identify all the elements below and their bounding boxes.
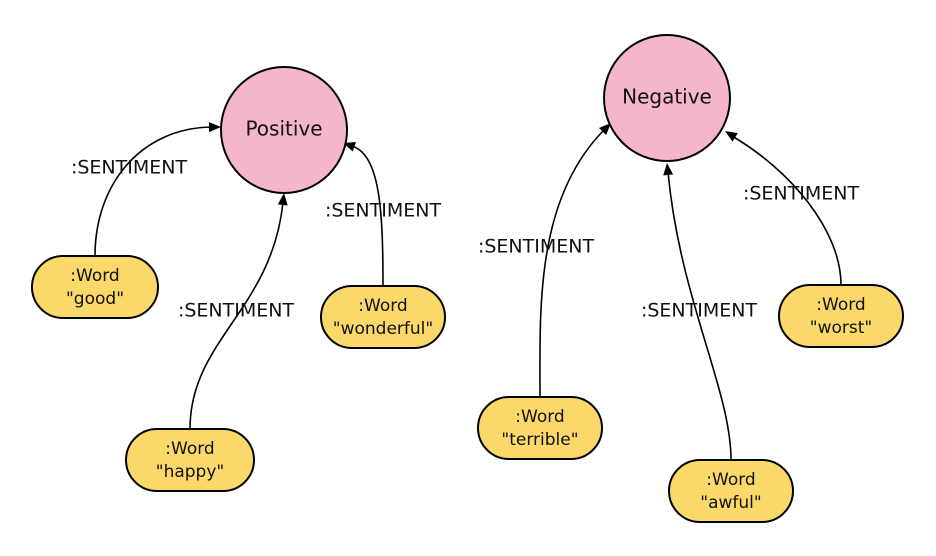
word-node-pill: [778, 284, 904, 348]
word-node-value: "worst": [810, 318, 872, 338]
sentiment-node-label: Positive: [245, 117, 322, 141]
sentiment-node-circle: [220, 66, 348, 194]
word-node-pill: [477, 396, 603, 460]
edge-worst-negative: :SENTIMENT: [725, 131, 860, 286]
word-node-value: "happy": [156, 462, 224, 482]
word-node-value: "terrible": [501, 430, 578, 450]
word-node-good[interactable]: :Word "good": [31, 255, 159, 319]
word-node-type: :Word: [816, 295, 865, 315]
word-node-terrible[interactable]: :Word "terrible": [477, 396, 603, 460]
sentiment-node-circle: [603, 34, 731, 162]
word-node-type: :Word: [70, 266, 119, 286]
word-node-value: "wonderful": [333, 319, 433, 339]
word-node-type: :Word: [165, 439, 214, 459]
word-node-type: :Word: [358, 296, 407, 316]
edges-layer: :SENTIMENT :SENTIMENT :SENTIMENT :SENTIMENT…: [71, 122, 860, 461]
sentiment-node-label: Negative: [622, 85, 712, 109]
word-node-awful[interactable]: :Word "awful": [668, 459, 794, 523]
arrowhead-icon: [209, 122, 221, 133]
arrowhead-icon: [725, 131, 738, 142]
sentiment-node-negative[interactable]: Negative: [603, 34, 731, 162]
edge-label: :SENTIMENT: [743, 183, 860, 205]
edge-line: [539, 129, 605, 398]
arrowhead-icon: [663, 163, 674, 176]
edge-line: [351, 145, 384, 287]
edge-line: [667, 171, 732, 461]
word-node-pill: [31, 255, 159, 319]
edge-label: :SENTIMENT: [71, 157, 188, 179]
edge-label: :SENTIMENT: [478, 236, 595, 258]
word-node-pill: [320, 285, 446, 349]
word-node-worst[interactable]: :Word "worst": [778, 284, 904, 348]
edge-label: :SENTIMENT: [325, 200, 442, 222]
edge-label: :SENTIMENT: [641, 300, 758, 322]
edge-wonderful-positive: :SENTIMENT: [325, 142, 442, 287]
word-node-pill: [125, 428, 255, 492]
nodes-layer: Positive Negative :Word "good" :Word "happy":…: [31, 34, 904, 523]
word-node-pill: [668, 459, 794, 523]
word-node-type: :Word: [515, 407, 564, 427]
edge-line: [731, 135, 842, 286]
sentiment-node-positive[interactable]: Positive: [220, 66, 348, 194]
word-node-type: :Word: [706, 470, 755, 490]
edge-happy-positive: :SENTIMENT: [178, 193, 295, 430]
word-node-value: "awful": [700, 493, 761, 513]
edge-line: [189, 201, 284, 430]
word-node-happy[interactable]: :Word "happy": [125, 428, 255, 492]
edge-terrible-negative: :SENTIMENT: [478, 123, 611, 398]
edge-awful-negative: :SENTIMENT: [641, 163, 758, 461]
edge-good-positive: :SENTIMENT: [71, 122, 221, 257]
word-node-wonderful[interactable]: :Word "wonderful": [320, 285, 446, 349]
word-node-value: "good": [66, 289, 124, 309]
edge-line: [94, 126, 213, 257]
arrowhead-icon: [277, 193, 288, 206]
arrowhead-icon: [599, 123, 611, 135]
edge-label: :SENTIMENT: [178, 300, 295, 322]
